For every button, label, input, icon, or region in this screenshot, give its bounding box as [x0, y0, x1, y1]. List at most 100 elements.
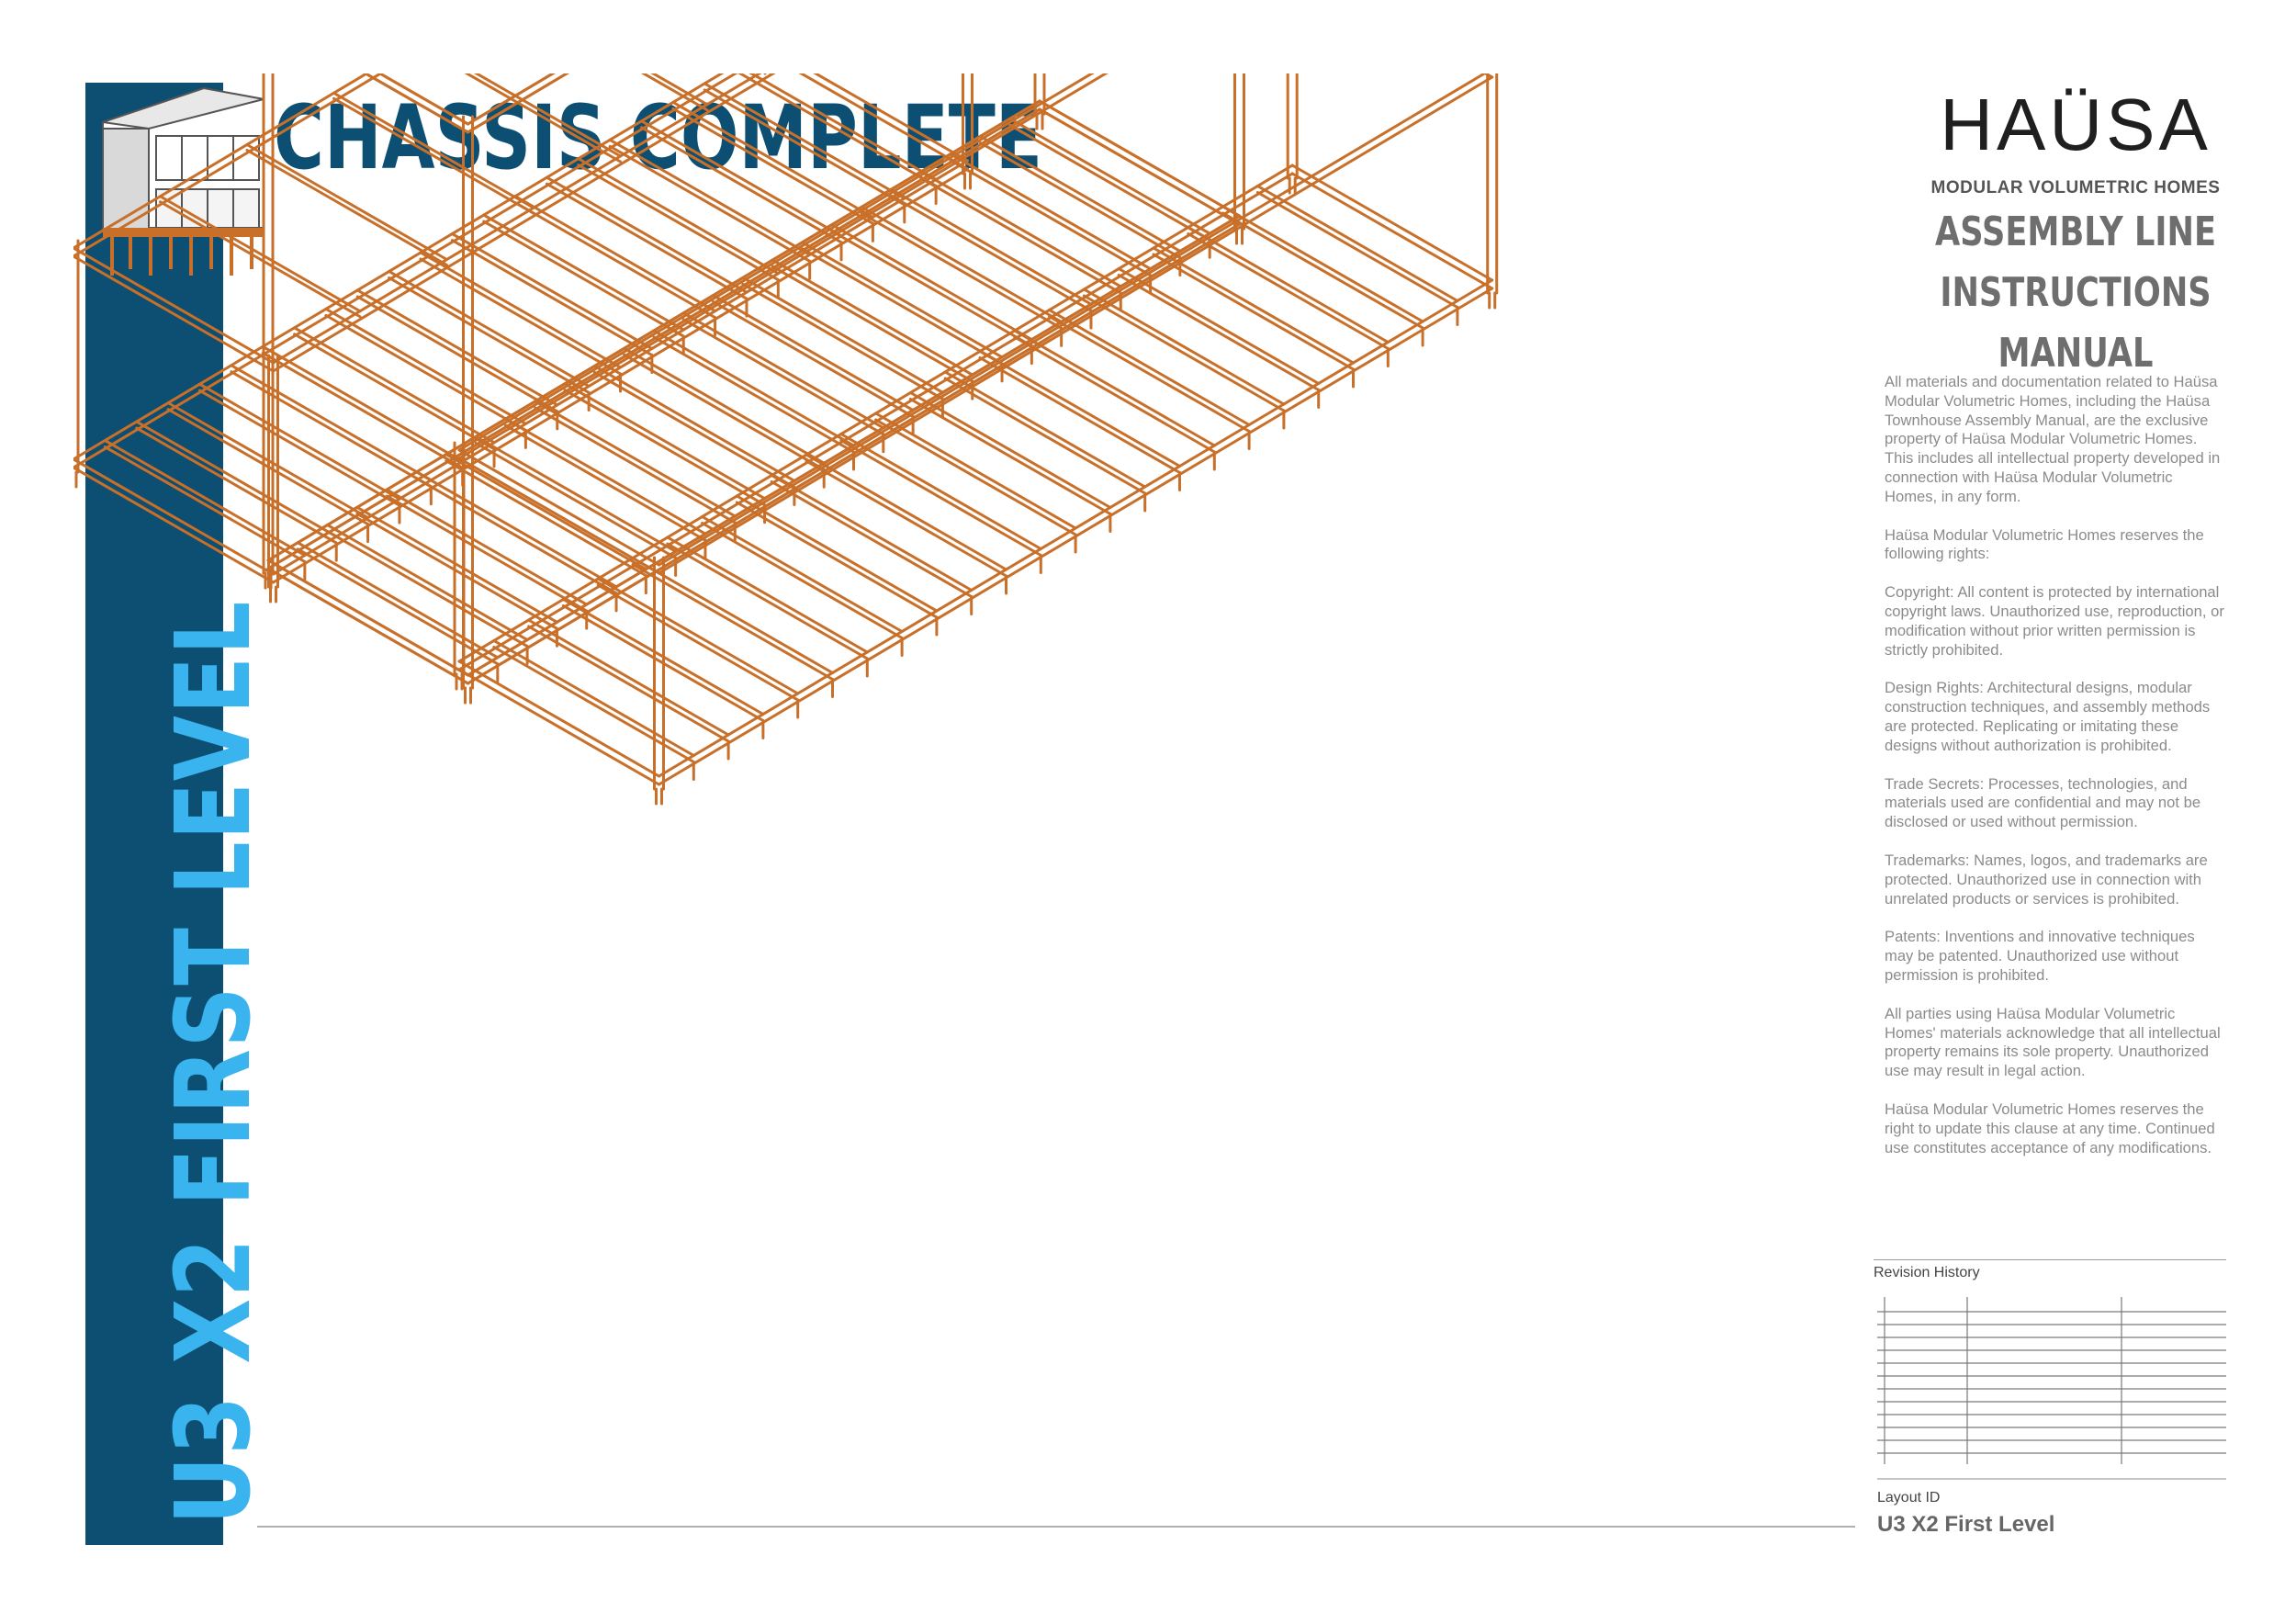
layout-id-value: U3 X2 First Level [1877, 1512, 2055, 1537]
floor-joist [978, 356, 1181, 474]
floor-joist [703, 82, 906, 200]
floor-joist [874, 418, 1077, 536]
floor-joist [805, 453, 1007, 571]
floor-joist [482, 213, 685, 332]
ceiling-joist [159, 195, 362, 313]
floor-joist [943, 370, 1147, 489]
floor-joist [388, 269, 591, 388]
floor-joist [296, 541, 500, 660]
floor-joist [197, 382, 401, 501]
ceiling-joist [245, 143, 448, 261]
floor-joist [482, 220, 685, 338]
floor-joist [1221, 211, 1424, 330]
floor-joist [326, 524, 529, 642]
floor-joist [385, 488, 589, 606]
floor-joist [1187, 226, 1390, 344]
floor-joist [596, 577, 800, 695]
legal-paragraph: Design Rights: Architectural designs, mo… [1885, 679, 2211, 754]
floor-joist [577, 157, 780, 276]
floor-joist [324, 313, 527, 432]
brand-tagline: MODULAR VOLUMETRIC HOMES [1930, 178, 2221, 197]
footer-rule [257, 1526, 1855, 1528]
frame-perimeter-beam [457, 448, 660, 567]
floor-joist [908, 398, 1112, 515]
floor-joist [261, 344, 465, 463]
frame-perimeter-beam [457, 73, 1095, 452]
frame-perimeter-beam [272, 73, 776, 373]
floor-joist [889, 194, 1093, 312]
floor-joist [712, 294, 915, 412]
floor-joist [1117, 274, 1321, 391]
floor-joist [261, 351, 465, 469]
floor-joist [1008, 117, 1211, 235]
revision-table-grid [1877, 1297, 2226, 1480]
frame-perimeter-beam [457, 172, 1294, 671]
floor-joist [737, 73, 938, 187]
floor-joist [703, 88, 906, 207]
floor-joist [830, 230, 1033, 348]
floor-joist [631, 563, 834, 681]
floor-joist [450, 232, 654, 351]
floor-joist [671, 107, 874, 225]
legal-paragraph: Copyright: All content is protected by i… [1885, 583, 2224, 659]
floor-joist [640, 126, 843, 244]
floor-joist [771, 265, 974, 383]
floor-joist [324, 307, 527, 425]
floor-joist [830, 223, 1033, 342]
floor-joist [1008, 123, 1211, 242]
ceiling-joist [159, 200, 362, 319]
floor-joist [388, 276, 591, 394]
floor-joist [1117, 267, 1321, 385]
floor-joist [860, 205, 1064, 323]
floor-joist [592, 370, 796, 489]
floor-joist [701, 522, 904, 639]
floor-joist [596, 583, 800, 702]
floor-joist [419, 257, 622, 376]
floor-joist [919, 176, 1122, 295]
floor-joist [445, 453, 647, 571]
legal-paragraph: Haüsa Modular Volumetric Homes reserves … [1885, 1100, 2215, 1156]
floor-joist [666, 542, 869, 660]
chassis-drawing [73, 73, 1499, 806]
ceiling-joist [473, 73, 622, 158]
floor-joist [415, 477, 618, 595]
floor-joist [135, 426, 338, 545]
floor-joist [735, 501, 939, 619]
floor-joist [135, 420, 338, 538]
frame-perimeter-beam [457, 668, 660, 786]
floor-joist [166, 401, 370, 520]
manual-line: INSTRUCTIONS [1940, 269, 2212, 316]
floor-joist [623, 353, 826, 471]
floor-joist [561, 598, 765, 716]
floor-joist [355, 512, 558, 630]
floor-joist [608, 144, 812, 263]
floor-joist [355, 295, 559, 413]
frame-perimeter-beam [813, 73, 969, 163]
frame-perimeter-beam [467, 73, 556, 126]
floor-joist [608, 138, 812, 256]
legal-paragraph: Trade Secrets: Processes, technologies, … [1885, 774, 2201, 831]
floor-joist [561, 604, 765, 722]
legal-notice: All materials and documentation related … [1885, 373, 2226, 1177]
manual-line: MANUAL [1998, 330, 2154, 377]
frame-perimeter-beam [266, 99, 1041, 562]
floor-joist [652, 335, 855, 454]
frame-perimeter-beam [73, 457, 275, 576]
floor-joist [293, 326, 496, 445]
revision-top-rule [1874, 1259, 2226, 1260]
floor-joist [839, 439, 1042, 557]
floor-joist [577, 164, 780, 282]
floor-joist [513, 201, 717, 320]
frame-perimeter-beam [266, 558, 469, 677]
floor-joist [527, 618, 730, 737]
floor-joist [1048, 309, 1251, 426]
floor-joist [978, 350, 1181, 468]
floor-joist [1013, 329, 1216, 447]
frame-perimeter-beam [73, 254, 275, 373]
floor-joist [563, 382, 767, 501]
frame-perimeter-beam [467, 222, 1241, 685]
legal-paragraph: Trademarks: Names, logos, and trademarks… [1885, 851, 2208, 908]
legal-paragraph: Haüsa Modular Volumetric Homes reserves … [1885, 525, 2204, 563]
floor-joist [860, 211, 1064, 330]
floor-joist [801, 241, 1004, 359]
